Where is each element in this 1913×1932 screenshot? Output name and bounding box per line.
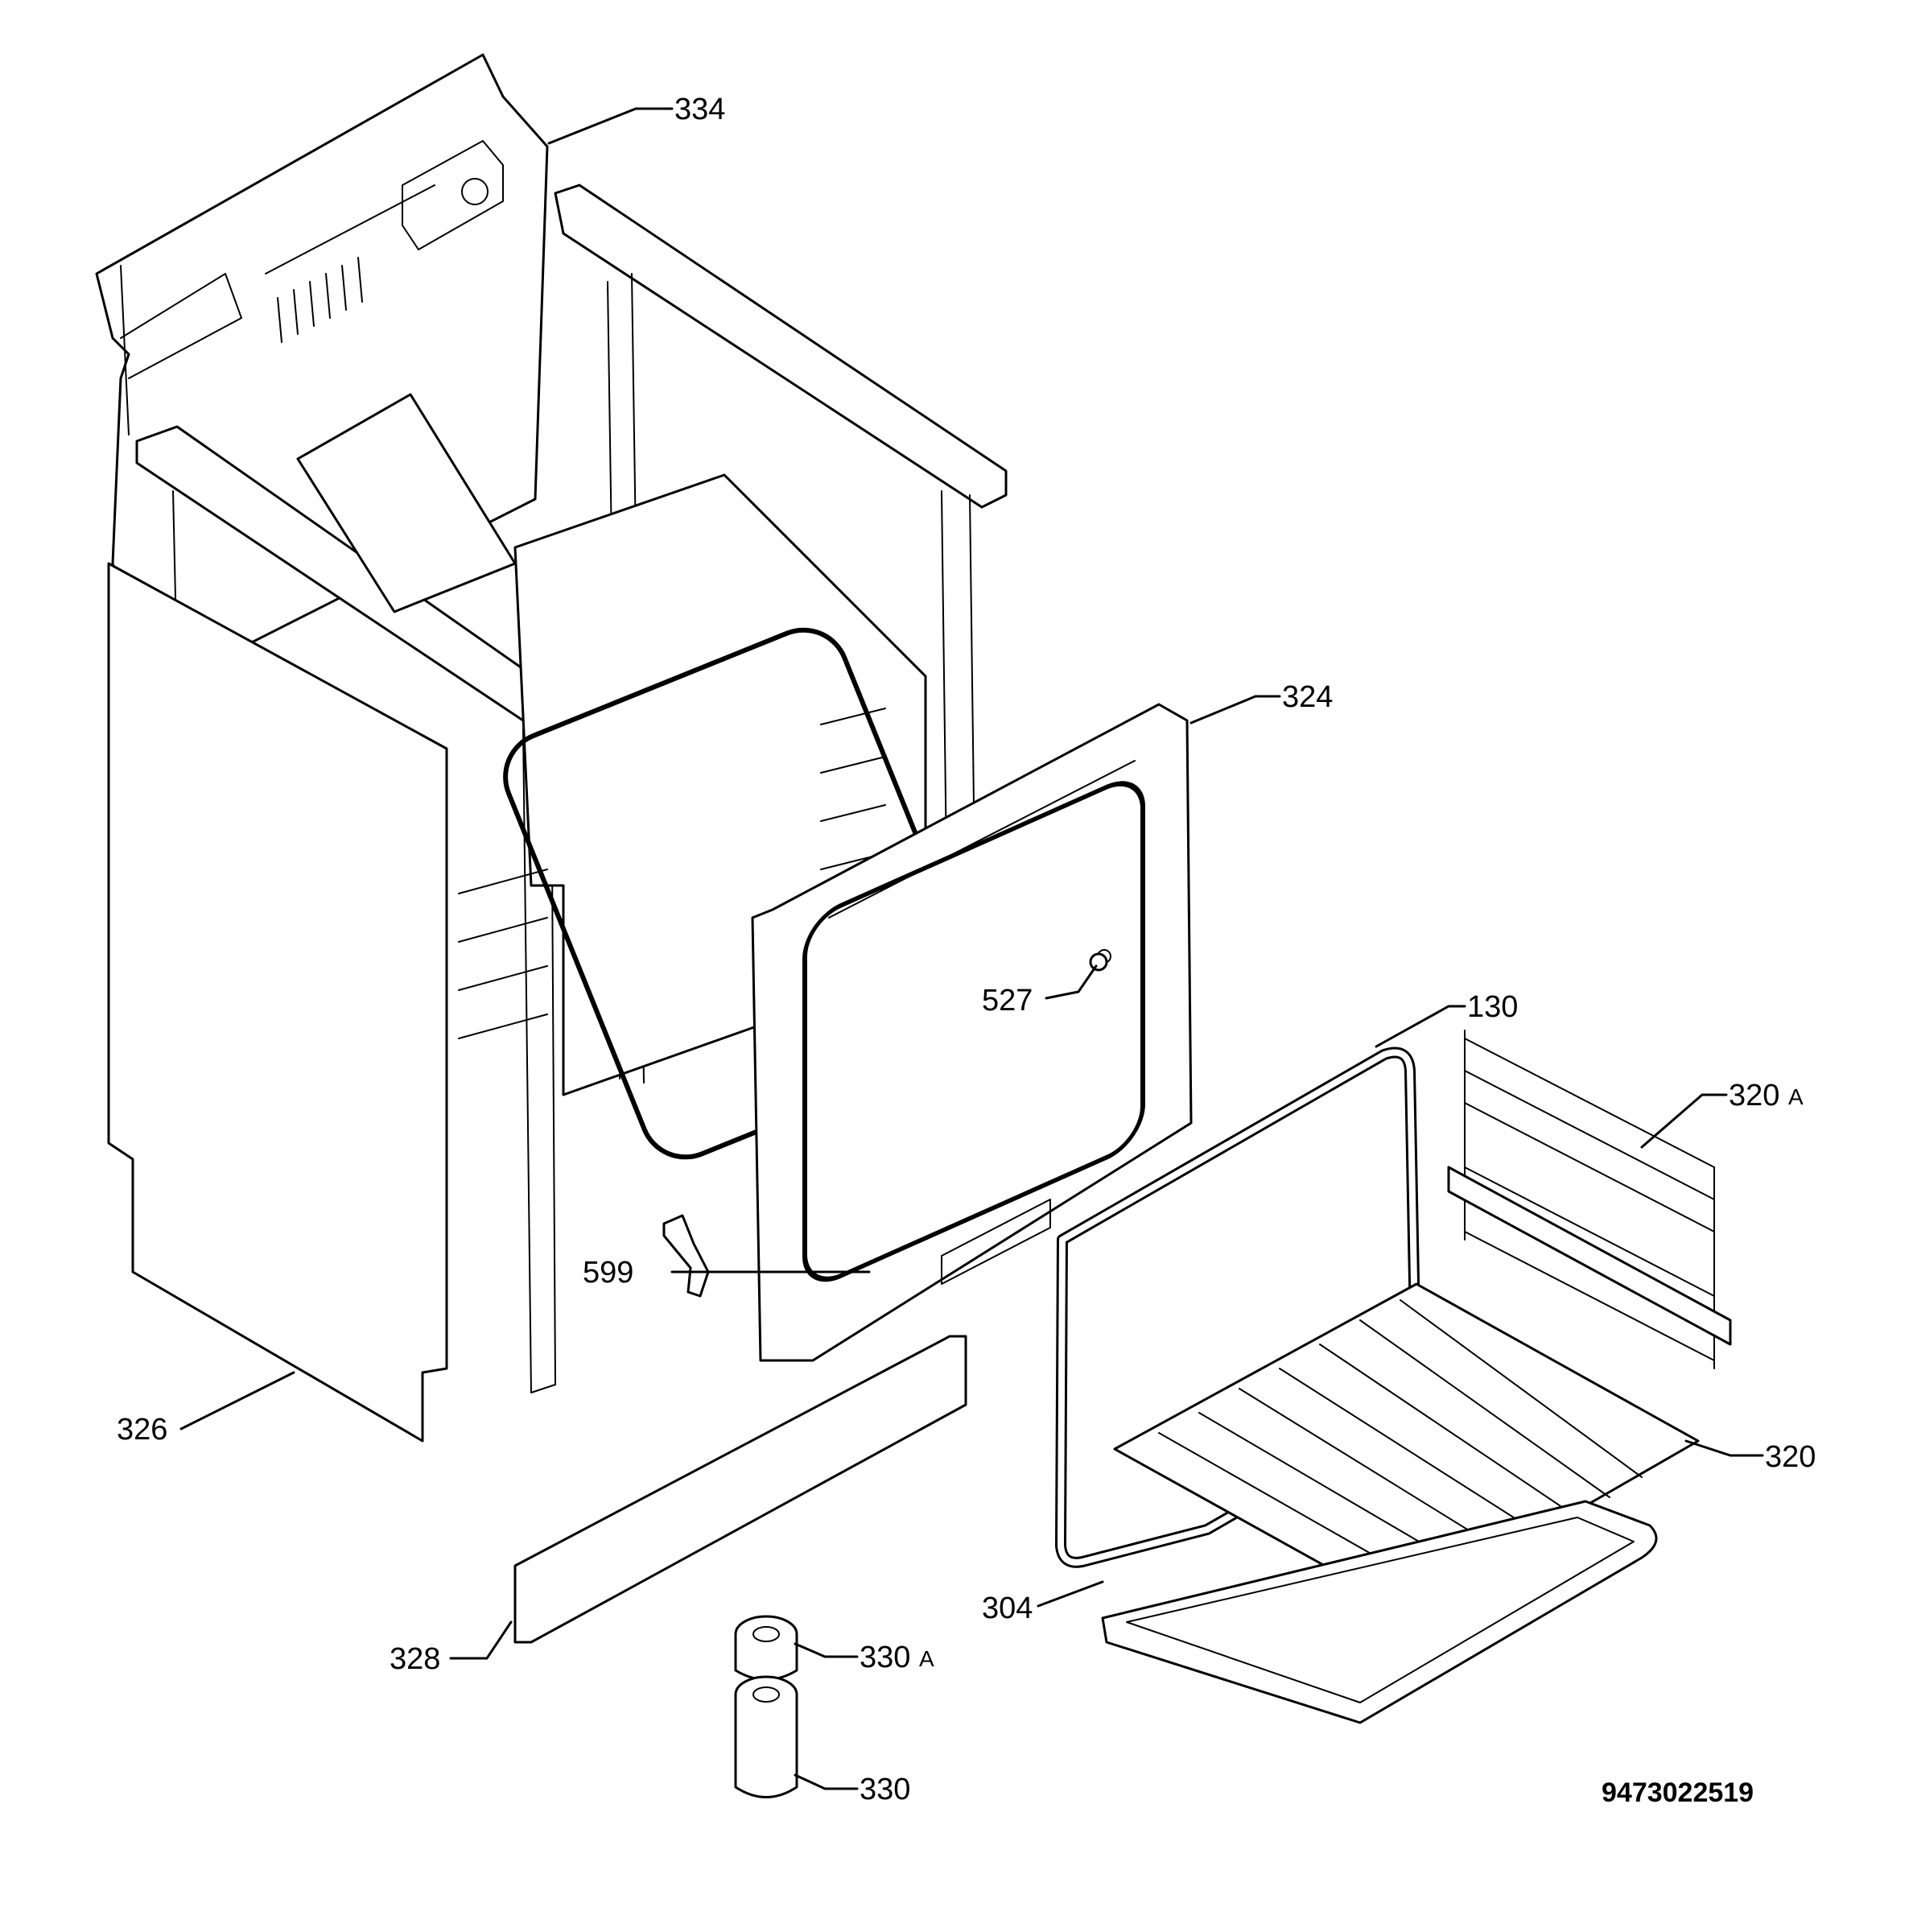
callout-326: 326 [117, 1413, 167, 1447]
kick-plate-328 [513, 1335, 967, 1644]
callout-130: 130 [1467, 990, 1518, 1024]
bracket-599 [662, 1214, 710, 1298]
callout-320: 320 [1765, 1440, 1816, 1474]
callout-304: 304 [982, 1591, 1033, 1625]
baking-tray-304 [1101, 1500, 1658, 1724]
callout-334: 334 [674, 93, 725, 126]
foot-330a [734, 1615, 798, 1681]
lamp-527 [1089, 952, 1108, 972]
callout-320a-suffix: A [1788, 1084, 1804, 1109]
side-panel-326 [107, 562, 448, 1443]
document-number: 9473022519 [1602, 1777, 1754, 1808]
foot-330 [734, 1675, 798, 1798]
wire-shelf-320 [1113, 1282, 1700, 1612]
callout-330: 330 [860, 1773, 910, 1806]
callout-330a: 330 [860, 1641, 910, 1674]
callout-527: 527 [982, 984, 1033, 1018]
callout-328: 328 [390, 1642, 440, 1676]
callout-330a-suffix: A [919, 1646, 934, 1671]
callout-324: 324 [1282, 680, 1333, 714]
callout-320a: 320 [1729, 1079, 1779, 1113]
callout-599: 599 [583, 1256, 633, 1290]
door-frame-324 [751, 703, 1193, 1362]
leader-lines [179, 107, 1764, 1790]
side-rack-320a [1447, 1030, 1732, 1369]
